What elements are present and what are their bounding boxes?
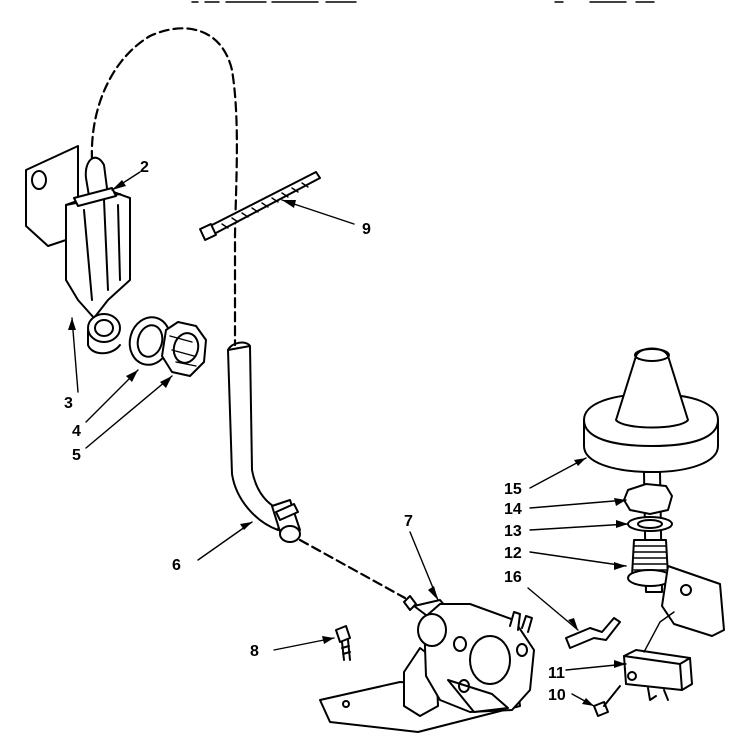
callout-6: 6 — [172, 557, 181, 574]
callout-11: 11 — [548, 665, 565, 682]
pump-assembly — [319, 595, 535, 733]
switch-bracket — [661, 565, 725, 637]
float — [583, 347, 719, 473]
callout-7: 7 — [404, 513, 413, 530]
callout-5: 5 — [72, 447, 81, 464]
callout-16: 16 — [504, 569, 522, 586]
leader-13 — [529, 523, 629, 531]
leader-lines — [71, 171, 629, 707]
callout-3: 3 — [64, 395, 73, 412]
callout-8: 8 — [250, 643, 259, 660]
micro-switch — [623, 611, 693, 701]
drain-hose — [227, 341, 301, 543]
leader-12 — [529, 551, 627, 567]
callout-4: 4 — [72, 423, 81, 440]
dashed-hose-path — [90, 27, 238, 347]
cable-tie — [199, 171, 321, 241]
float-stem — [623, 471, 673, 593]
callout-12: 12 — [504, 545, 522, 562]
callout-labels: 2 3 4 5 6 7 8 9 10 11 12 13 14 15 16 — [64, 159, 566, 704]
vent-clip — [73, 187, 117, 207]
screw-10 — [593, 685, 621, 717]
arrowheads — [68, 180, 628, 706]
lever — [565, 617, 621, 649]
leader-14 — [529, 499, 627, 509]
vent-bracket — [25, 145, 131, 355]
callout-14: 14 — [504, 501, 522, 518]
nut — [161, 321, 207, 377]
leader-3 — [71, 317, 79, 393]
leader-5 — [85, 375, 173, 449]
callout-13: 13 — [504, 523, 522, 540]
callout-10: 10 — [548, 687, 566, 704]
leader-16 — [527, 587, 579, 631]
callout-9: 9 — [362, 221, 371, 238]
dashed-pump-path — [298, 538, 407, 600]
callout-15: 15 — [504, 481, 522, 498]
screw-8 — [335, 625, 351, 661]
gasket — [128, 316, 172, 366]
callout-2: 2 — [140, 159, 149, 176]
